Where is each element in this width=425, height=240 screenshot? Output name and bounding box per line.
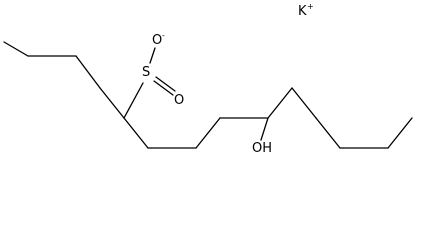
hydroxyl-group: OH [252, 117, 272, 156]
sulfonate-group [123, 47, 176, 119]
bond-c10-c11 [291, 87, 317, 119]
bond-c7-c8 [195, 117, 221, 149]
hydroxyl-label: OH [252, 141, 272, 156]
sulfur-label: S [142, 65, 150, 80]
main-chain [123, 87, 413, 149]
potassium-charge: + [307, 2, 314, 11]
bond-c3-c4 [75, 55, 101, 89]
oxygen-top-charge: - [162, 31, 165, 40]
molecule-structure: OH K + S O - O [3, 2, 413, 156]
bond-c11-c12 [315, 117, 341, 149]
butyl-chain [3, 41, 125, 119]
bond-s-o-top [149, 47, 156, 64]
bond-c4-c5 [99, 87, 125, 119]
bond-s-o-double-a [155, 76, 176, 92]
bond-c9-c10 [267, 87, 293, 119]
oxygen-top-label: O [152, 33, 162, 48]
bond-c5-s [123, 82, 144, 119]
bond-c5-c6 [123, 117, 149, 149]
oxygen-right-label: O [174, 93, 184, 108]
bond-c9-o [260, 117, 269, 141]
bond-c1-c2 [3, 41, 29, 57]
bond-s-o-double-b [153, 80, 174, 96]
bond-c13-c14 [387, 117, 413, 149]
potassium-symbol: K [298, 4, 307, 19]
